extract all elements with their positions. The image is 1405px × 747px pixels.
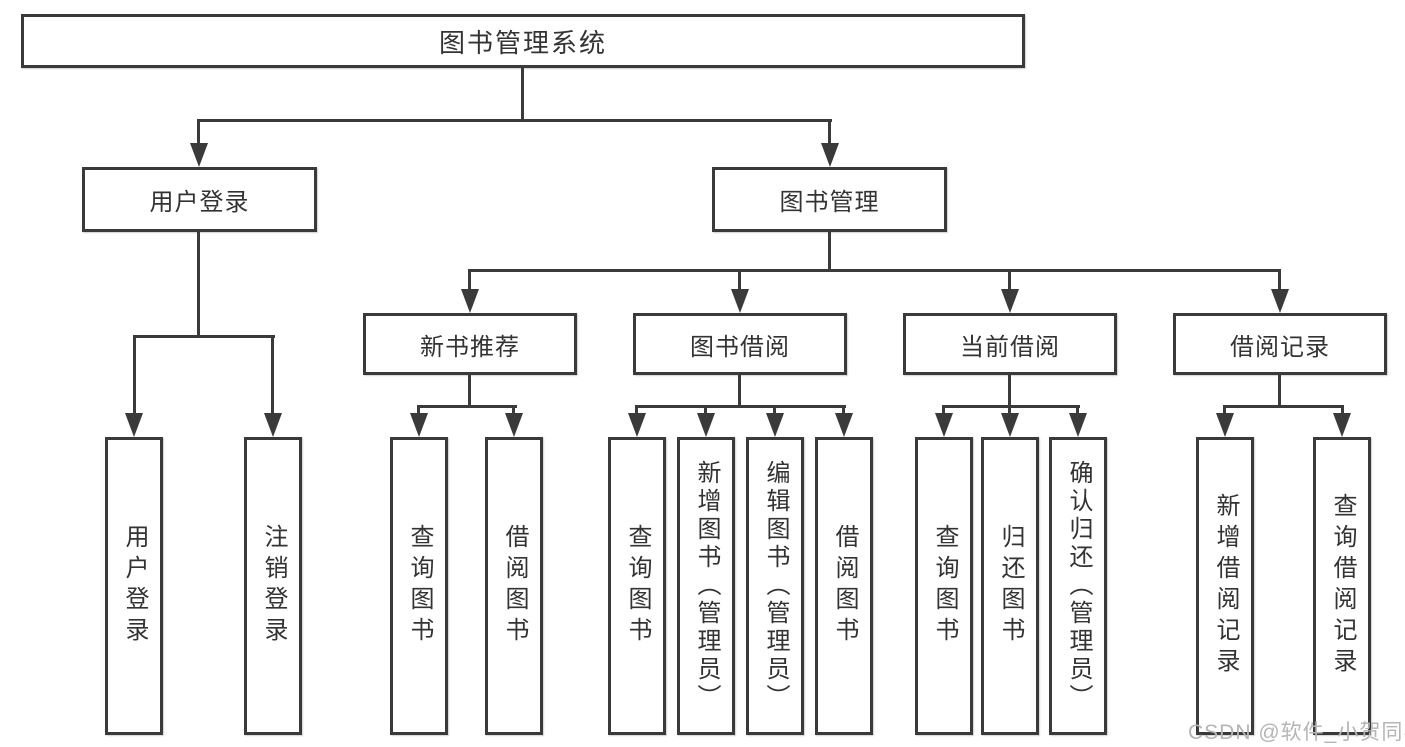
leaf-query-books-borrowing: 查询图书 <box>608 437 666 735</box>
connector-drop-l3 <box>1278 271 1281 291</box>
connector-drop-l3 <box>1008 271 1011 291</box>
connector-stem <box>738 375 741 407</box>
arrow-down-leaf <box>766 413 784 437</box>
node-label: 新增图书（管理员） <box>693 460 720 712</box>
node-label: 新书推荐 <box>420 333 520 361</box>
arrow-down-book-mgmt <box>821 143 839 167</box>
leaf-edit-books-admin: 编辑图书（管理员） <box>746 437 804 735</box>
node-label: 归还图书 <box>997 524 1024 648</box>
arrow-down-leaf <box>125 413 143 437</box>
arrow-down-leaf <box>1216 413 1234 437</box>
arrow-down-leaf <box>697 413 715 437</box>
node-label: 借阅记录 <box>1230 333 1330 361</box>
leaf-query-borrow-record: 查询借阅记录 <box>1313 437 1371 735</box>
leaf-add-books-admin: 新增图书（管理员） <box>677 437 735 735</box>
node-label: 新增借阅记录 <box>1212 493 1239 679</box>
leaf-add-borrow-record: 新增借阅记录 <box>1196 437 1254 735</box>
connector-drop-l3 <box>738 271 741 291</box>
node-label: 借阅图书 <box>501 524 528 648</box>
connector-hline <box>417 405 517 408</box>
node-book-management-branch: 图书管理 <box>712 167 947 232</box>
node-borrow-records: 借阅记录 <box>1173 313 1387 375</box>
leaf-borrow-books-recommend: 借阅图书 <box>485 437 543 735</box>
connector-stem <box>1278 375 1281 407</box>
connector-drop-leaf <box>271 337 274 415</box>
connector-drop-leaf <box>942 407 945 415</box>
arrow-down-user-login <box>190 143 208 167</box>
connector-drop-leaf <box>704 407 707 415</box>
connector-level1-hline <box>197 119 832 122</box>
arrow-down-leaf <box>835 413 853 437</box>
node-label: 注销登录 <box>260 524 287 648</box>
arrow-down-leaf <box>628 413 646 437</box>
node-label: 用户登录 <box>149 189 250 216</box>
connector-drop-leaf <box>842 407 845 415</box>
leaf-query-books-recommend: 查询图书 <box>390 437 448 735</box>
leaf-return-books: 归还图书 <box>981 437 1039 735</box>
connector-drop-leaf <box>133 337 136 415</box>
arrow-down-leaf <box>505 413 523 437</box>
arrow-down-l3 <box>1271 289 1289 313</box>
connector-drop-user-login <box>197 121 200 145</box>
node-book-borrowing: 图书借阅 <box>633 313 847 375</box>
arrow-down-leaf <box>410 413 428 437</box>
connector-user-login-stem <box>197 232 200 338</box>
connector-stem <box>468 375 471 407</box>
leaf-user-login: 用户登录 <box>105 437 163 735</box>
node-user-login-branch: 用户登录 <box>82 167 317 232</box>
arrow-down-l3 <box>1001 289 1019 313</box>
connector-drop-leaf <box>1008 407 1011 415</box>
connector-stem <box>1008 375 1011 407</box>
node-label: 查询图书 <box>406 524 433 648</box>
node-label: 查询图书 <box>624 524 651 648</box>
node-label: 图书管理系统 <box>438 27 607 58</box>
connector-book-mgmt-stem <box>828 232 831 272</box>
node-label: 确认归还（管理员） <box>1065 460 1092 712</box>
connector-drop-leaf <box>635 407 638 415</box>
connector-root-stem <box>521 68 524 121</box>
connector-hline <box>1223 405 1344 408</box>
node-library-system-root: 图书管理系统 <box>21 14 1025 68</box>
node-label: 借阅图书 <box>831 524 858 648</box>
arrow-down-l3 <box>461 289 479 313</box>
connector-hline <box>635 405 846 408</box>
csdn-watermark: CSDN @软件_小贺同学 <box>1188 721 1405 744</box>
node-label: 用户登录 <box>121 524 148 648</box>
leaf-logout-login: 注销登录 <box>244 437 302 735</box>
connector-drop-leaf <box>512 407 515 415</box>
node-label: 查询借阅记录 <box>1329 493 1356 679</box>
arrow-down-leaf <box>1069 413 1087 437</box>
connector-drop-leaf <box>773 407 776 415</box>
connector-drop-leaf <box>1341 407 1344 415</box>
connector-hline <box>942 405 1080 408</box>
node-label: 编辑图书（管理员） <box>762 460 789 712</box>
connector-level3-hline <box>468 269 1281 272</box>
leaf-query-books-current: 查询图书 <box>915 437 973 735</box>
connector-drop-leaf <box>417 407 420 415</box>
node-current-borrowing: 当前借阅 <box>903 313 1117 375</box>
node-label: 图书管理 <box>779 189 880 216</box>
arrow-down-leaf <box>1001 413 1019 437</box>
arrow-down-leaf <box>264 413 282 437</box>
arrow-down-l3 <box>731 289 749 313</box>
leaf-borrow-books-borrowing: 借阅图书 <box>815 437 873 735</box>
connector-user-login-hline <box>133 335 275 338</box>
connector-drop-leaf <box>1076 407 1079 415</box>
arrow-down-leaf <box>1333 413 1351 437</box>
connector-drop-l3 <box>468 271 471 291</box>
arrow-down-leaf <box>935 413 953 437</box>
node-label: 图书借阅 <box>690 333 790 361</box>
leaf-confirm-return-admin: 确认归还（管理员） <box>1049 437 1107 735</box>
node-label: 当前借阅 <box>960 333 1060 361</box>
connector-drop-leaf <box>1223 407 1226 415</box>
connector-drop-book-mgmt <box>828 121 831 145</box>
node-label: 查询图书 <box>931 524 958 648</box>
node-new-book-recommend: 新书推荐 <box>363 313 577 375</box>
